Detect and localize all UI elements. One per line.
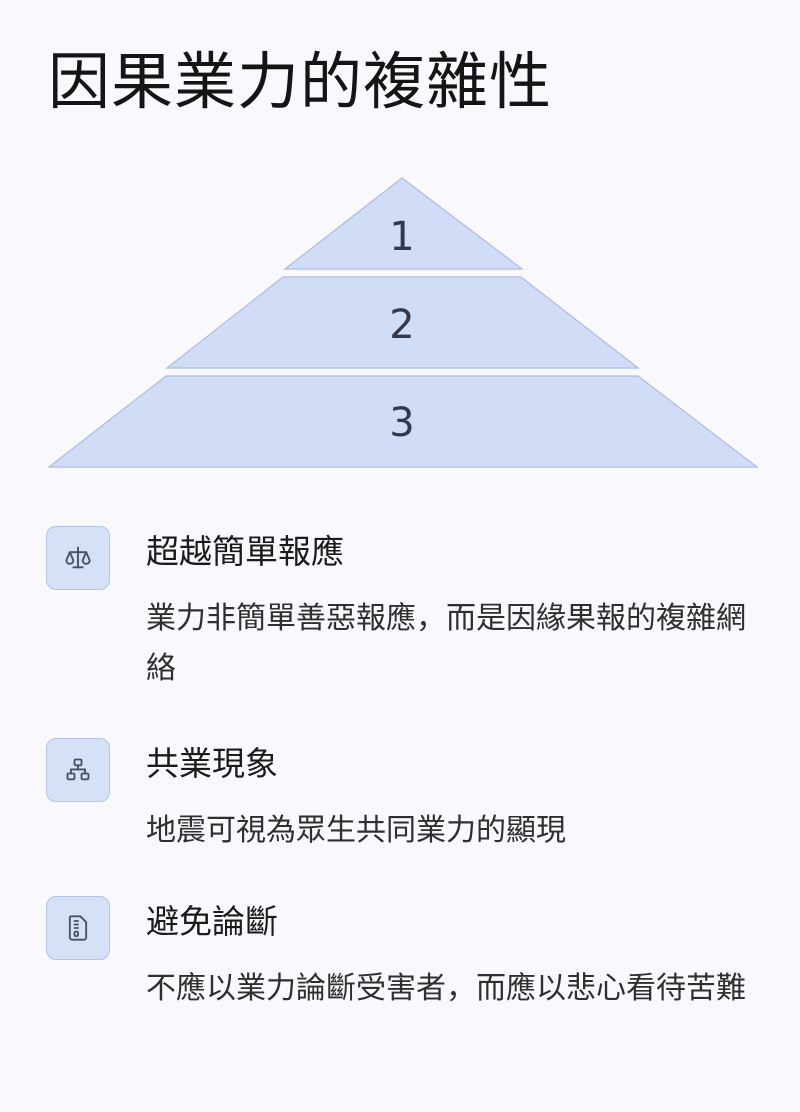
- pyramid-diagram: 1 2 3: [0, 170, 800, 480]
- pyramid-tier-3-label: 3: [389, 400, 414, 446]
- pyramid-tier-3-shape: [47, 375, 759, 468]
- pyramid-tier-2: 2: [165, 276, 640, 369]
- item-title: 避免論斷: [146, 902, 278, 941]
- pyramid-tier-2-label: 2: [389, 302, 414, 348]
- pyramid-tier-1-label: 1: [389, 214, 414, 260]
- pyramid-svg: 1 2 3: [47, 177, 759, 468]
- item-description: 不應以業力論斷受害者，而應以悲心看待苦難: [146, 971, 746, 1006]
- pyramid-tier-1-shape: [283, 177, 524, 270]
- document-icon: [46, 896, 110, 960]
- pyramid-tier-2-shape: [165, 276, 640, 369]
- pyramid-tier-3: 3: [47, 375, 759, 468]
- item-title: 共業現象: [146, 744, 278, 783]
- page-title: 因果業力的複雜性: [48, 45, 553, 118]
- balance-scale-icon: [46, 526, 110, 590]
- item-title: 超越簡單報應: [146, 532, 344, 571]
- network-icon: [46, 738, 110, 802]
- pyramid-tier-1: 1: [283, 177, 524, 270]
- item-description: 業力非簡單善惡報應，而是因緣果報的複雜網絡: [146, 601, 746, 686]
- item-description: 地震可視為眾生共同業力的顯現: [146, 813, 566, 848]
